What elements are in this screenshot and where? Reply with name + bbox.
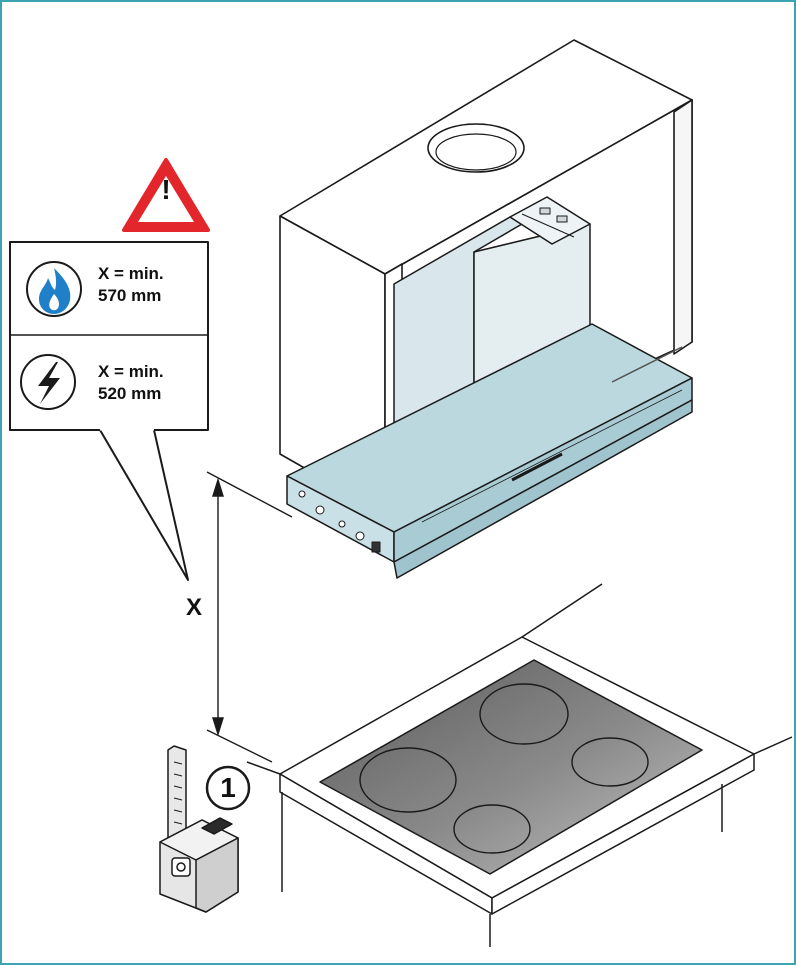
cooker-hood bbox=[286, 323, 693, 579]
gas-flame-icon bbox=[26, 261, 82, 317]
hood-visor bbox=[393, 399, 693, 579]
hob-zone-right bbox=[571, 737, 649, 787]
warning-exclamation: ! bbox=[161, 174, 171, 205]
step-number: 1 bbox=[220, 772, 236, 803]
dimension-arrow-top bbox=[212, 477, 224, 497]
dimension-x-label: X bbox=[186, 594, 203, 621]
requirements-callout bbox=[9, 241, 209, 581]
hob-zone-front bbox=[453, 804, 531, 854]
electric-min-distance-label: X = min. 520 mm bbox=[98, 362, 164, 403]
cabinet-right-side bbox=[673, 99, 693, 355]
electric-bolt-icon bbox=[20, 354, 76, 410]
dimension-top-extension bbox=[206, 471, 293, 518]
worktop-right-edge bbox=[491, 753, 755, 915]
hob-zone-left bbox=[359, 747, 457, 813]
dimension-arrow-bottom bbox=[212, 717, 224, 737]
step-circle bbox=[205, 765, 251, 811]
dimension-x bbox=[206, 471, 293, 763]
callout-pointer bbox=[99, 429, 189, 581]
warning-triangle-icon bbox=[122, 158, 210, 232]
dimension-bottom-extension bbox=[206, 729, 273, 763]
hob-zone-back bbox=[479, 683, 569, 745]
duct-opening-inner bbox=[435, 133, 517, 171]
gas-min-distance-label: X = min. 570 mm bbox=[98, 264, 164, 305]
hob-glass bbox=[319, 659, 703, 875]
tape-measure-icon bbox=[159, 745, 239, 913]
duct-opening bbox=[427, 123, 525, 173]
worktop bbox=[246, 583, 793, 947]
chimney-bracket bbox=[509, 196, 591, 245]
